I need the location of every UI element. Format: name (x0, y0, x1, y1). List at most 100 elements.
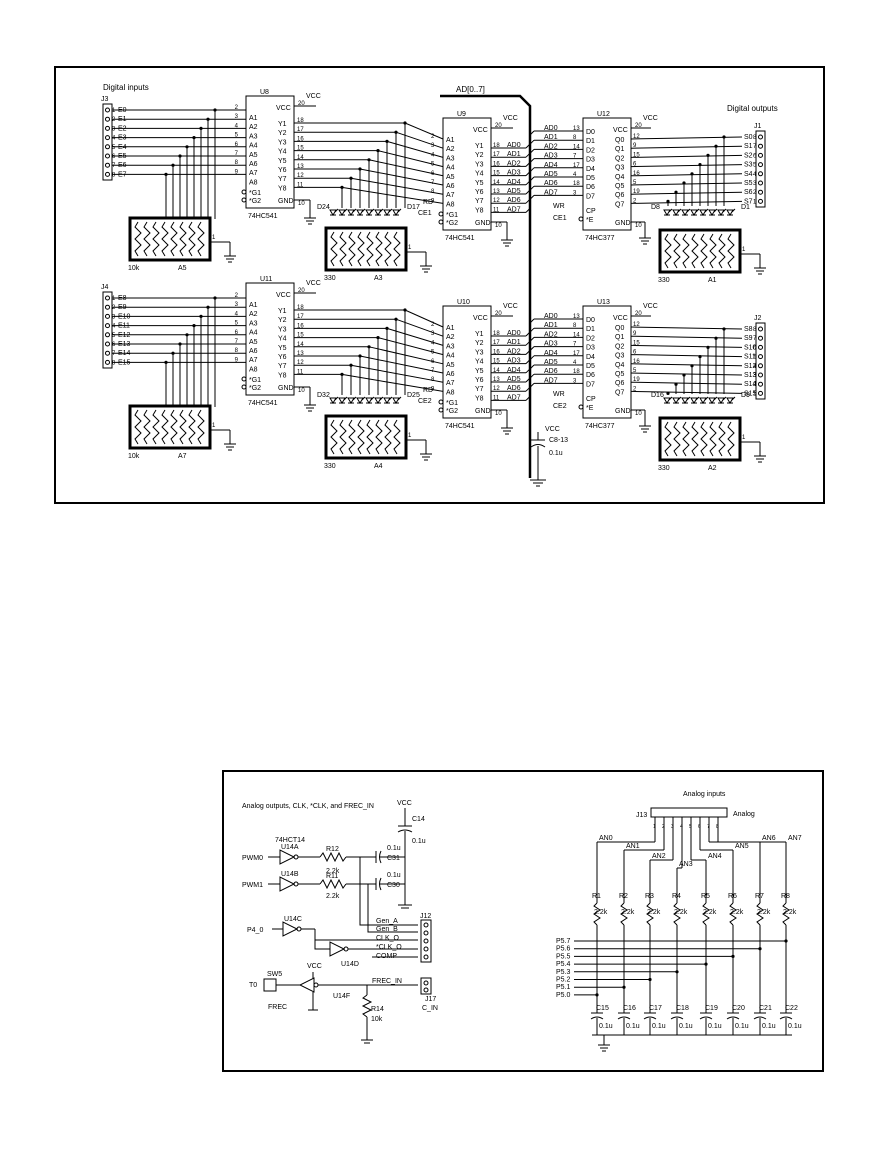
connector-pin-label: S7 (744, 198, 753, 205)
chip-pin-left: D5 (586, 363, 595, 370)
buffer-pin-number: 3 (235, 302, 239, 308)
rd-label: RD (423, 199, 433, 206)
connector-pin (758, 189, 763, 195)
led-ray (668, 396, 673, 401)
led-symbol (699, 209, 707, 216)
ad-label: AD2 (507, 160, 521, 167)
pin-number: 14 (493, 180, 500, 186)
junction (367, 158, 371, 162)
led-symbol (717, 209, 725, 216)
led-ray (713, 208, 718, 213)
connector-pin-label: S11 (744, 354, 756, 361)
led-label: D8 (651, 204, 660, 211)
ad-wire (529, 373, 535, 379)
pin-number: 4 (431, 152, 435, 158)
chip-pin-left: D6 (586, 372, 595, 379)
pin-number: 1 (212, 235, 216, 241)
chip-gnd-pin: GND (475, 408, 491, 415)
pin-number: 1 (742, 435, 746, 441)
resistor-zigzag (682, 233, 690, 269)
chip-pin-left: A4 (446, 165, 455, 172)
resistor-network-value: 10k (128, 265, 140, 272)
led-symbol (672, 209, 680, 216)
chip-pin-left: A2 (249, 124, 258, 131)
resistor-zigzag (143, 409, 151, 445)
pin-number: 2 (431, 134, 435, 140)
led-ray (343, 396, 348, 401)
resistor-zigzag (393, 419, 401, 455)
ad-label: AD6 (507, 385, 521, 392)
chip-ref: U8 (260, 89, 269, 96)
chip-pin-left: D3 (586, 157, 595, 164)
resistor-network-value: 330 (658, 277, 670, 284)
connector-pin-number: 6 (112, 154, 116, 160)
pin-number: 12 (493, 386, 500, 392)
output-wire (630, 381, 743, 385)
connector-pin-label: S15 (744, 390, 757, 397)
output-wire (630, 182, 743, 186)
resistor-network-value: 330 (324, 463, 336, 470)
led-symbol (392, 397, 400, 404)
ad-wire (529, 139, 535, 145)
pin-number: 18 (297, 305, 304, 311)
led-label: D1 (741, 204, 750, 211)
led-symbol (690, 397, 698, 404)
pin-number: 11 (493, 395, 500, 401)
chip-pin-right: Y3 (278, 139, 287, 146)
connector-pin-label: S6 (744, 189, 753, 196)
chip-vcc: VCC (473, 127, 488, 134)
chip-pin-right: Q2 (615, 343, 624, 350)
ad-wire (525, 350, 531, 355)
chip-body (442, 117, 492, 231)
chip-pin-right: Q7 (615, 201, 624, 208)
inverted-input (438, 219, 444, 225)
chip-pin-right: Y3 (475, 161, 484, 168)
resistor-network-ref: A2 (708, 465, 717, 472)
connector-pin (758, 344, 763, 350)
ce-label: CE1 (553, 215, 567, 222)
junction (394, 130, 398, 134)
chip-body (442, 305, 492, 419)
led-symbol (383, 209, 391, 216)
led-ray (388, 396, 393, 401)
bus-wire (395, 318, 444, 337)
bus-wire (359, 355, 444, 374)
connector-body (102, 291, 113, 369)
connector-pin (758, 198, 763, 204)
ad-label: AD4 (507, 367, 521, 374)
chip-gate-pin: *G2 (446, 220, 458, 227)
ad-wire (529, 337, 535, 342)
connector-pin-number: 5 (112, 333, 116, 339)
pin-number: 20 (298, 101, 305, 107)
buffer-u11: U1174HC541VCCA1A2A3A4A5A6A7A8Y1Y2Y3Y4Y5Y… (241, 276, 444, 412)
ce-label: CE2 (418, 398, 432, 405)
pin-number: 15 (633, 152, 640, 158)
resistor-zigzag (152, 221, 160, 257)
bus-wire (377, 150, 444, 168)
ad-label: AD0 (507, 330, 521, 337)
chip-pin-right: Y1 (475, 331, 484, 338)
led-ray (397, 208, 402, 213)
vcc-label: VCC (643, 115, 658, 122)
pin-number: 17 (493, 340, 500, 346)
output-wire (630, 173, 743, 177)
buffer-pin-number: 2 (235, 293, 239, 299)
chip-pin-right: Y8 (278, 372, 287, 379)
ad-label: AD0 (544, 313, 558, 320)
connector-pin-label: S12 (744, 363, 757, 370)
output-wire (630, 363, 743, 367)
connector-pin-number: 7 (112, 163, 116, 169)
resistor-zigzag (357, 419, 365, 455)
pin-number: 2 (633, 386, 637, 392)
inverted-input (241, 197, 247, 203)
chip-pin-right: Q1 (615, 146, 624, 153)
pin-number: 9 (431, 386, 435, 392)
resistor-zigzag (366, 231, 374, 267)
connector-pin (105, 135, 110, 141)
buffer-pin-number: 9 (235, 169, 239, 175)
ad-wire (525, 189, 531, 195)
connector-pin-number: 2 (753, 190, 757, 196)
ad-label: AD6 (507, 197, 521, 204)
buffer-pin-number: 5 (235, 321, 239, 327)
